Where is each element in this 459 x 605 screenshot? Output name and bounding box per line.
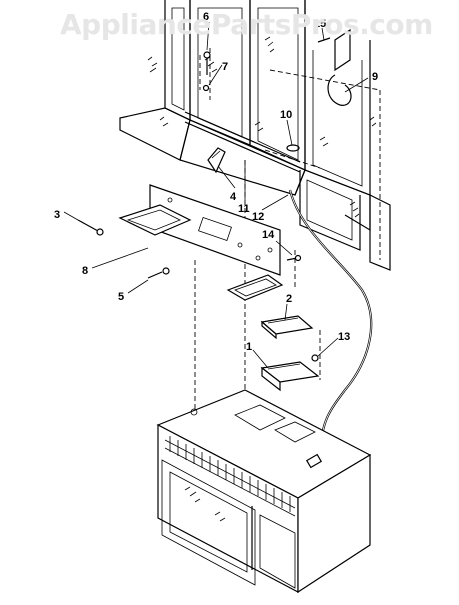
mounting-plate bbox=[118, 184, 284, 301]
callout-8: 8 bbox=[82, 265, 88, 277]
callout-3: 3 bbox=[54, 209, 60, 221]
watermark: AppliancePartsPros.com bbox=[60, 8, 433, 41]
callout-5: 5 bbox=[118, 291, 124, 303]
screws bbox=[77, 37, 331, 362]
wall-bracket bbox=[207, 147, 226, 174]
power-cord bbox=[288, 74, 373, 453]
callout-14: 14 bbox=[262, 229, 275, 241]
charcoal-filter bbox=[260, 315, 314, 340]
callout-7: 7 bbox=[222, 61, 228, 73]
callout-labels: 6 7 15 9 10 4 11 12 3 14 8 5 2 13 1 bbox=[54, 11, 378, 353]
grease-filter bbox=[260, 361, 320, 392]
callout-10: 10 bbox=[280, 109, 292, 121]
callout-13: 13 bbox=[338, 331, 350, 343]
microwave-oven bbox=[156, 389, 372, 594]
callout-15: 15 bbox=[314, 18, 326, 30]
callout-4: 4 bbox=[230, 191, 237, 203]
callout-2: 2 bbox=[286, 293, 292, 305]
wall-bracket-edge bbox=[211, 150, 221, 159]
wall-cabinets bbox=[119, 0, 391, 271]
callout-6: 6 bbox=[203, 11, 209, 23]
callout-1: 1 bbox=[246, 341, 252, 353]
front-vent-grille bbox=[164, 436, 296, 517]
leader-lines bbox=[63, 21, 369, 369]
callout-12: 12 bbox=[252, 211, 264, 223]
callout-9: 9 bbox=[372, 71, 378, 83]
callout-11: 11 bbox=[238, 203, 250, 215]
